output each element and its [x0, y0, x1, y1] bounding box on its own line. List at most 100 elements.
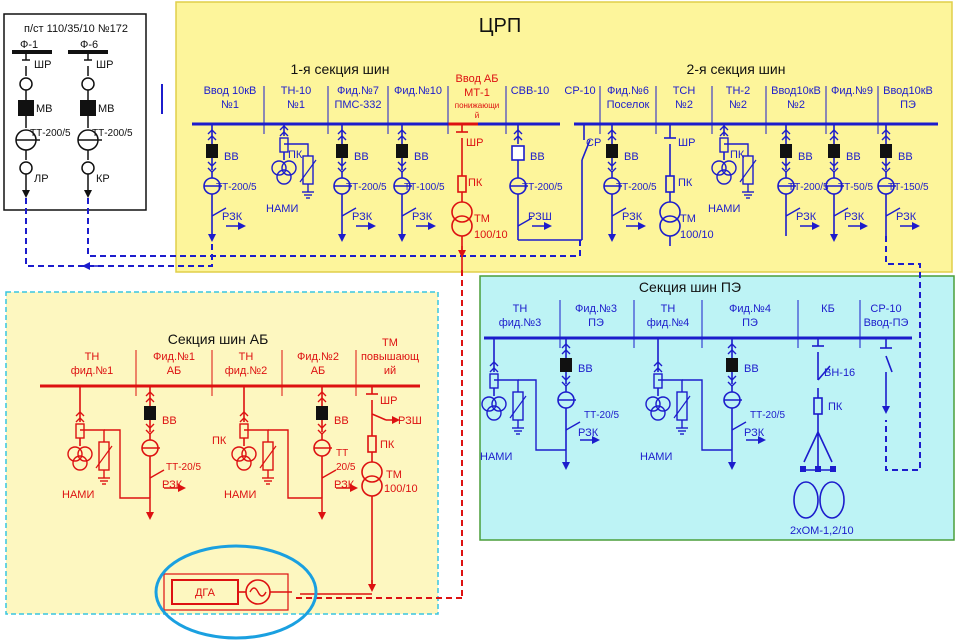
crp-vv-12: ВВ: [846, 151, 861, 163]
crp-sr-label: СР: [586, 137, 601, 149]
ab-nami-1: НАМИ: [62, 489, 94, 501]
pe-cell-3-line1: ТН: [661, 303, 676, 315]
crp-rzk-3: РЗК: [352, 211, 373, 223]
dga-label: ДГА: [195, 587, 216, 599]
feeder-6-label: Ф-6: [80, 39, 98, 51]
substation-title: п/ст 110/35/10 №172: [24, 23, 128, 35]
tt-1-label: ТТ-200/5: [30, 128, 71, 139]
crp-panel: [175, 1, 953, 273]
crp-tt-6: ТТ-200/5: [522, 182, 563, 193]
link-feeder-1: [25, 198, 213, 267]
ab-section: Секция шин АБ ТН фид.№1 Фид.№1 АБ ТН фид…: [40, 331, 422, 640]
crp-pk-tsn: ПК: [678, 177, 693, 189]
shr-1-label: ШР: [34, 59, 51, 71]
crp-rzsh-6: РЗШ: [528, 211, 552, 223]
ab-rzk-1: РЗК: [162, 479, 183, 491]
pe-nami-3: НАМИ: [480, 451, 512, 463]
pe-tt-3: ТТ-20/5: [584, 410, 619, 421]
crp-rzk-4: РЗК: [412, 211, 433, 223]
ab-cell-5-line2: повышающ: [361, 351, 419, 363]
ab-rzsh: РЗШ: [398, 415, 422, 427]
pe-section: Секция шин ПЭ ТН фид.№3 Фид.№3 ПЭ ТН фид…: [480, 279, 912, 537]
pe-cell-6-line1: СР-10: [870, 303, 901, 315]
crp-cell-5-line4: й: [475, 111, 479, 120]
crp-cell-5-line1: Ввод АБ: [456, 73, 499, 85]
crp-vv-11: ВВ: [798, 151, 813, 163]
crp-vv-1: ВВ: [224, 151, 239, 163]
crp-vv-4: ВВ: [414, 151, 429, 163]
ab-cell-4-line2: АБ: [311, 365, 326, 377]
crp-cell-1-line1: Ввод 10кВ: [204, 85, 257, 97]
crp-tm-mt1: ТМ: [474, 213, 490, 225]
crp-tt-3: ТТ-200/5: [346, 182, 387, 193]
link-feeder-6: [87, 198, 581, 257]
pe-cell-6-line2: Ввод-ПЭ: [864, 317, 909, 329]
crp-rzk-12: РЗК: [844, 211, 865, 223]
ab-pk-tm: ПК: [380, 439, 395, 451]
crp-switchgear: ЦРП 1-я секция шин 2-я секция шин Ввод 1…: [192, 15, 938, 599]
ab-vv-1: ВВ: [162, 415, 177, 427]
pe-cell-4-line2: ПЭ: [742, 317, 758, 329]
feeder-1-label: Ф-1: [20, 39, 38, 51]
ab-tm: ТМ: [386, 469, 402, 481]
ab-tm-rating: 100/10: [384, 483, 418, 495]
pe-om: 2хОМ-1,2/10: [790, 525, 854, 537]
crp-tt-1: ТТ-200/5: [216, 182, 257, 193]
crp-shr-mt1: ШР: [466, 137, 483, 149]
ab-pk-2: ПК: [212, 435, 227, 447]
substation-172: п/ст 110/35/10 №172 Ф-1 Ф-6 ШР ШР МВ: [12, 23, 133, 198]
crp-tt-13: ТТ-150/5: [888, 182, 929, 193]
crp-nami-2: НАМИ: [708, 203, 740, 215]
pe-rzk-3: РЗК: [578, 427, 599, 439]
crp-cell-6-line1: СВВ-10: [511, 85, 550, 97]
crp-cell-11-line1: Ввод10кВ: [771, 85, 821, 97]
crp-cell-3-line2: ПМС-332: [334, 99, 381, 111]
crp-cell-9-line1: ТСН: [673, 85, 696, 97]
crp-tt-11: ТТ-200/5: [788, 182, 829, 193]
ab-nami-2: НАМИ: [224, 489, 256, 501]
crp-rzk-13: РЗК: [896, 211, 917, 223]
crp-cell-10-line2: №2: [729, 99, 747, 111]
kr-label: КР: [96, 173, 110, 185]
pe-panel: [479, 275, 955, 541]
ab-cell-3-line1: ТН: [239, 351, 254, 363]
pe-cell-1-line1: ТН: [513, 303, 528, 315]
crp-cell-2-line1: ТН-10: [281, 85, 312, 97]
ab-cell-5-line1: ТМ: [382, 337, 398, 349]
crp-pk-tn2: ПК: [730, 149, 745, 161]
crp-tm-mt1-rating: 100/10: [474, 229, 508, 241]
section1-title: 1-я секция шин: [291, 61, 390, 77]
ab-tt-2-b: 20/5: [336, 462, 356, 473]
crp-tm-tsn-rating: 100/10: [680, 229, 714, 241]
crp-shr-tsn: ШР: [678, 137, 695, 149]
ab-tt-2-a: ТТ: [336, 448, 348, 459]
crp-cell-7-line1: СР-10: [564, 85, 595, 97]
crp-rzk-1: РЗК: [222, 211, 243, 223]
crp-cell-8-line2: Поселок: [607, 99, 650, 111]
crp-cell-5-line3: понижающи: [455, 101, 500, 110]
ab-cell-1-line2: фид.№1: [71, 365, 114, 377]
dga-highlight-ellipse: [154, 544, 318, 640]
crp-vv-3: ВВ: [354, 151, 369, 163]
pe-tt-4: ТТ-20/5: [750, 410, 785, 421]
crp-cell-11-line2: №2: [787, 99, 805, 111]
ab-vv-2: ВВ: [334, 415, 349, 427]
pe-cell-2-line2: ПЭ: [588, 317, 604, 329]
ab-cell-4-line1: Фид.№2: [297, 351, 339, 363]
ab-shr: ШР: [380, 395, 397, 407]
mv-1-label: МВ: [36, 103, 53, 115]
pe-vv-3: ВВ: [578, 363, 593, 375]
crp-vv-13: ВВ: [898, 151, 913, 163]
ab-tt-1: ТТ-20/5: [166, 462, 201, 473]
pe-nami-4: НАМИ: [640, 451, 672, 463]
crp-cell-9-line2: №2: [675, 99, 693, 111]
crp-cell-10-line1: ТН-2: [726, 85, 750, 97]
pe-title: Секция шин ПЭ: [639, 279, 741, 295]
crp-pk-tn1: ПК: [288, 149, 303, 161]
crp-vv-8: ВВ: [624, 151, 639, 163]
tt-6-label: ТТ-200/5: [92, 128, 133, 139]
section2-title: 2-я секция шин: [687, 61, 786, 77]
crp-cell-2-line2: №1: [287, 99, 305, 111]
ab-cell-2-line1: Фид.№1: [153, 351, 195, 363]
